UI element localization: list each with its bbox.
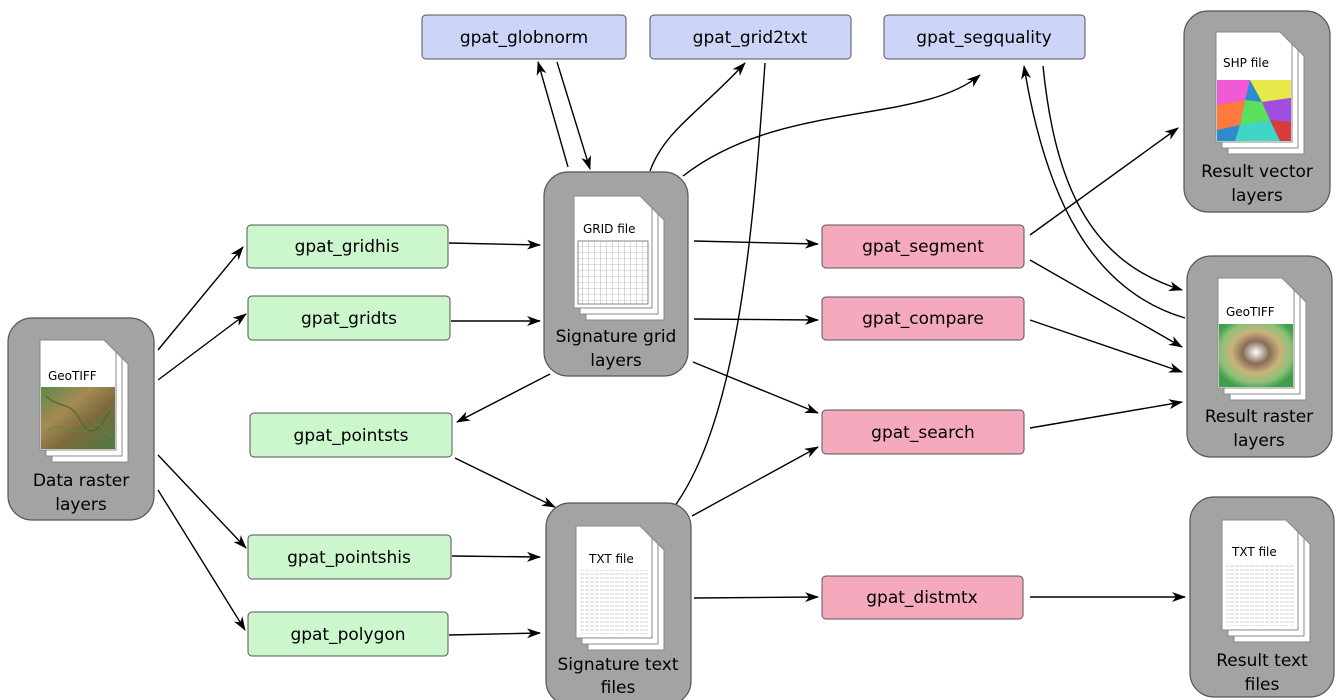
group-result-raster: GeoTIFF Result raster layers [1186, 255, 1333, 458]
tool-label: gpat_pointshis [287, 548, 411, 568]
group-label-line1: Result raster [1205, 407, 1313, 427]
txt-document-icon [1221, 519, 1311, 643]
tool-gpat-globnorm[interactable]: gpat_globnorm [421, 14, 627, 60]
group-label-line1: Result vector [1201, 162, 1313, 182]
doc-label: TXT file [588, 552, 634, 566]
tool-gpat-gridts[interactable]: gpat_gridts [247, 295, 451, 341]
arrow-segquality-to-raster [1042, 65, 1183, 291]
tool-label: gpat_globnorm [460, 28, 588, 48]
group-signature-text: TXT file Signature text files [545, 502, 692, 700]
arrow-globnorm-to-grid [556, 61, 591, 170]
tool-label: gpat_segment [862, 237, 984, 257]
doc-label: SHP file [1223, 56, 1269, 70]
arrow-grid-to-grid2txt [649, 62, 746, 172]
arrow-grid-to-search [692, 361, 819, 414]
arrow-pointsts-to-text [454, 457, 556, 508]
tool-label: gpat_gridts [301, 309, 397, 329]
tool-gpat-segquality[interactable]: gpat_segquality [883, 14, 1086, 60]
tool-label: gpat_grid2txt [693, 28, 808, 48]
arrow-segment-to-vector [1029, 127, 1179, 236]
grid-document-icon [573, 195, 665, 321]
arrow-data-to-gridts [157, 313, 247, 381]
arrow-grid-to-segquality [682, 74, 981, 177]
tool-label: gpat_pointsts [294, 426, 409, 446]
tool-label: gpat_distmtx [866, 588, 978, 608]
doc-label: GRID file [583, 222, 636, 236]
connector-arrows [157, 61, 1186, 639]
tool-gpat-grid2txt[interactable]: gpat_grid2txt [649, 14, 852, 60]
group-label-line2: layers [55, 495, 107, 515]
tool-label: gpat_gridhis [295, 237, 400, 257]
shp-document-icon [1215, 31, 1305, 155]
arrow-data-to-gridhis [157, 246, 244, 351]
tool-gpat-pointshis[interactable]: gpat_pointshis [247, 534, 452, 580]
group-label-line1: Result text [1216, 651, 1308, 671]
doc-label: TXT file [1231, 545, 1277, 559]
tool-label: gpat_compare [862, 309, 984, 329]
group-data-raster: GeoTIFF Data raster layers [7, 317, 155, 521]
geotiff-document-icon [1217, 277, 1307, 401]
arrow-grid-to-globnorm [536, 61, 569, 168]
arrow-grid2txt-to-text [662, 62, 766, 522]
doc-label: GeoTIFF [48, 369, 97, 383]
group-label-line2: layers [590, 351, 642, 371]
arrow-pointshis-to-text [451, 551, 541, 562]
group-result-text: TXT file Result text files [1189, 496, 1335, 698]
tool-label: gpat_polygon [290, 625, 405, 645]
arrow-text-to-distmtx [693, 592, 819, 603]
group-signature-grid: GRID file Signature grid layers [543, 171, 689, 377]
group-label-line1: Signature text [558, 655, 679, 675]
group-label-line2: layers [1231, 186, 1283, 206]
arrow-text-to-search [691, 446, 819, 517]
group-label-line1: Signature grid [556, 327, 677, 347]
tool-label: gpat_search [871, 423, 975, 443]
tool-gpat-gridhis[interactable]: gpat_gridhis [246, 224, 449, 269]
group-label-line2: layers [1233, 431, 1285, 451]
tool-gpat-segment[interactable]: gpat_segment [821, 224, 1025, 269]
tool-gpat-search[interactable]: gpat_search [821, 409, 1025, 455]
tool-gpat-compare[interactable]: gpat_compare [821, 296, 1025, 341]
group-label-line1: Data raster [33, 471, 129, 491]
geotiff-document-icon [39, 339, 129, 463]
tool-gpat-distmtx[interactable]: gpat_distmtx [821, 575, 1024, 620]
arrow-data-to-polygon [157, 489, 246, 631]
arrow-polygon-to-text [448, 628, 541, 639]
arrow-raster-to-segquality [1021, 65, 1186, 319]
tool-label: gpat_segquality [916, 28, 1051, 48]
arrow-grid-to-compare [693, 314, 819, 325]
arrow-data-to-pointshis [157, 454, 247, 549]
arrow-gridhis-to-grid [448, 239, 541, 250]
txt-document-icon [575, 525, 665, 651]
group-result-vector: SHP file Result vector layers [1183, 10, 1331, 213]
arrow-compare-to-raster [1029, 319, 1183, 373]
tool-gpat-pointsts[interactable]: gpat_pointsts [249, 412, 453, 458]
group-label-line2: files [601, 678, 636, 698]
arrow-search-to-raster [1029, 399, 1183, 429]
doc-label: GeoTIFF [1226, 305, 1275, 319]
arrow-grid-to-pointsts [456, 373, 551, 423]
arrow-segment-to-raster [1029, 259, 1183, 348]
arrow-grid-to-segment [693, 238, 819, 249]
group-label-line2: files [1245, 675, 1280, 695]
tool-gpat-polygon[interactable]: gpat_polygon [247, 611, 449, 657]
